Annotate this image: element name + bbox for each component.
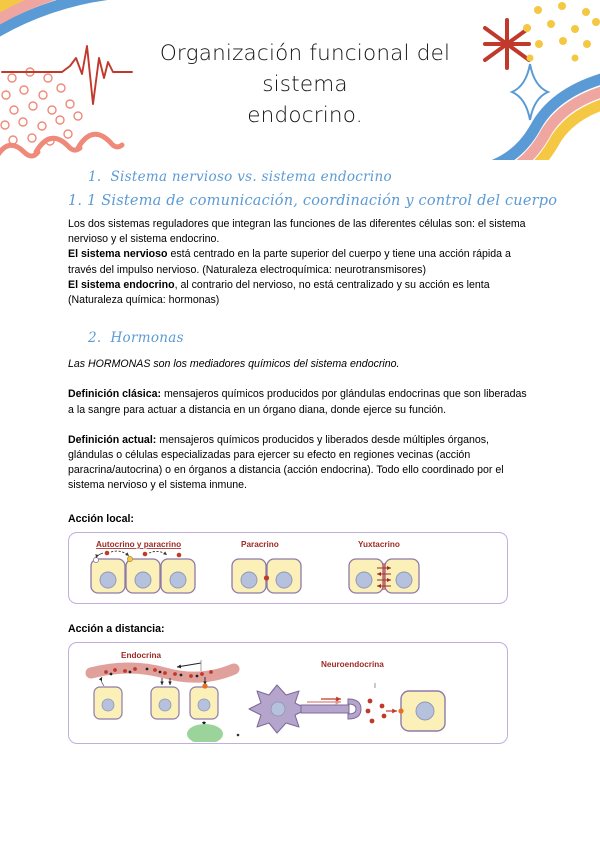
figure-local-svg: Autocrino y paracrino xyxy=(90,540,420,594)
figure-distancia-svg: Endocrina xyxy=(85,651,446,742)
heading-section-2: 2. Hormonas xyxy=(88,330,600,346)
label-accion-distancia: Acción a distancia: xyxy=(68,622,165,635)
current-definition-text: mensajeros químicos producidos y liberad… xyxy=(68,433,504,492)
heading-section-2-number: 2. xyxy=(88,330,102,347)
paragraph-current-definition: Definición actual: mensajeros químicos p… xyxy=(68,433,530,494)
classic-definition-label: Definición clásica: xyxy=(68,388,162,401)
cells-paracrino xyxy=(231,557,302,594)
header-banner: Organización funcional del sistema endoc… xyxy=(0,0,600,160)
endocrine-system-bold: El sistema endocrino xyxy=(68,278,175,291)
heading-section-1: 1. Sistema nervioso vs. sistema endocrino xyxy=(88,169,600,185)
nervous-system-rest: está centrado en la parte superior del c… xyxy=(68,248,511,276)
paragraph-intro-text: Los dos sistemas reguladores que integra… xyxy=(68,218,526,246)
heading-section-2-title: Hormonas xyxy=(110,330,184,347)
page-title: Organización funcional del sistema endoc… xyxy=(120,38,490,131)
neuroendocrine-target-cell xyxy=(398,689,446,732)
right-wave-group xyxy=(491,73,600,160)
caption-paracrino: Paracrino xyxy=(241,540,279,549)
header-decoration-svg xyxy=(0,0,600,160)
paragraph-intro: Los dos sistemas reguladores que integra… xyxy=(68,217,530,308)
caption-endocrina: Endocrina xyxy=(121,651,161,660)
blood-vessel xyxy=(85,659,240,683)
nervous-system-bold: El sistema nervioso xyxy=(68,248,168,261)
scallop-wave xyxy=(0,131,125,159)
dot-scatter xyxy=(523,2,600,62)
cells-autocrino xyxy=(90,550,196,594)
paragraph-hormones-definition: Las HORMONAS son los mediadores químicos… xyxy=(68,358,400,371)
page-title-line1: Organización funcional del sistema xyxy=(159,41,451,97)
left-arc-group xyxy=(0,0,109,37)
diamond-sparkle-icon xyxy=(509,63,551,121)
caption-neuroendocrina: Neuroendocrina xyxy=(321,660,384,669)
paragraph-classic-definition: Definición clásica: mensajeros químicos … xyxy=(68,387,530,417)
star-icon xyxy=(483,18,531,70)
circle-pattern xyxy=(0,67,83,146)
heartbeat-icon xyxy=(1,45,133,105)
current-definition-label: Definición actual: xyxy=(68,433,157,446)
classic-definition-text: mensajeros químicos producidos por glánd… xyxy=(68,388,527,416)
label-accion-local: Acción local: xyxy=(68,512,134,525)
heading-section-1-title: Sistema nervioso vs. sistema endocrino xyxy=(110,169,392,185)
neurohormones xyxy=(365,698,387,724)
figure-accion-local: Autocrino y paracrino xyxy=(68,531,508,604)
endocrine-system-rest: , al contrario del nervioso, no está cen… xyxy=(68,278,490,307)
figure-accion-distancia: Endocrina xyxy=(68,641,508,744)
heading-section-1-number: 1. xyxy=(88,169,102,185)
neuron xyxy=(248,684,362,734)
cells-yuxtacrino xyxy=(348,557,420,594)
caption-autocrino: Autocrino y paracrino xyxy=(96,540,181,549)
endocrine-cells xyxy=(93,676,240,742)
document-content: 1. Sistema nervioso vs. sistema endocrino… xyxy=(0,160,600,744)
page-title-line2: endocrino. xyxy=(247,103,363,128)
caption-yuxtacrino: Yuxtacrino xyxy=(358,540,400,549)
heading-section-1-1: 1. 1 Sistema de comunicación, coordinaci… xyxy=(68,193,558,209)
